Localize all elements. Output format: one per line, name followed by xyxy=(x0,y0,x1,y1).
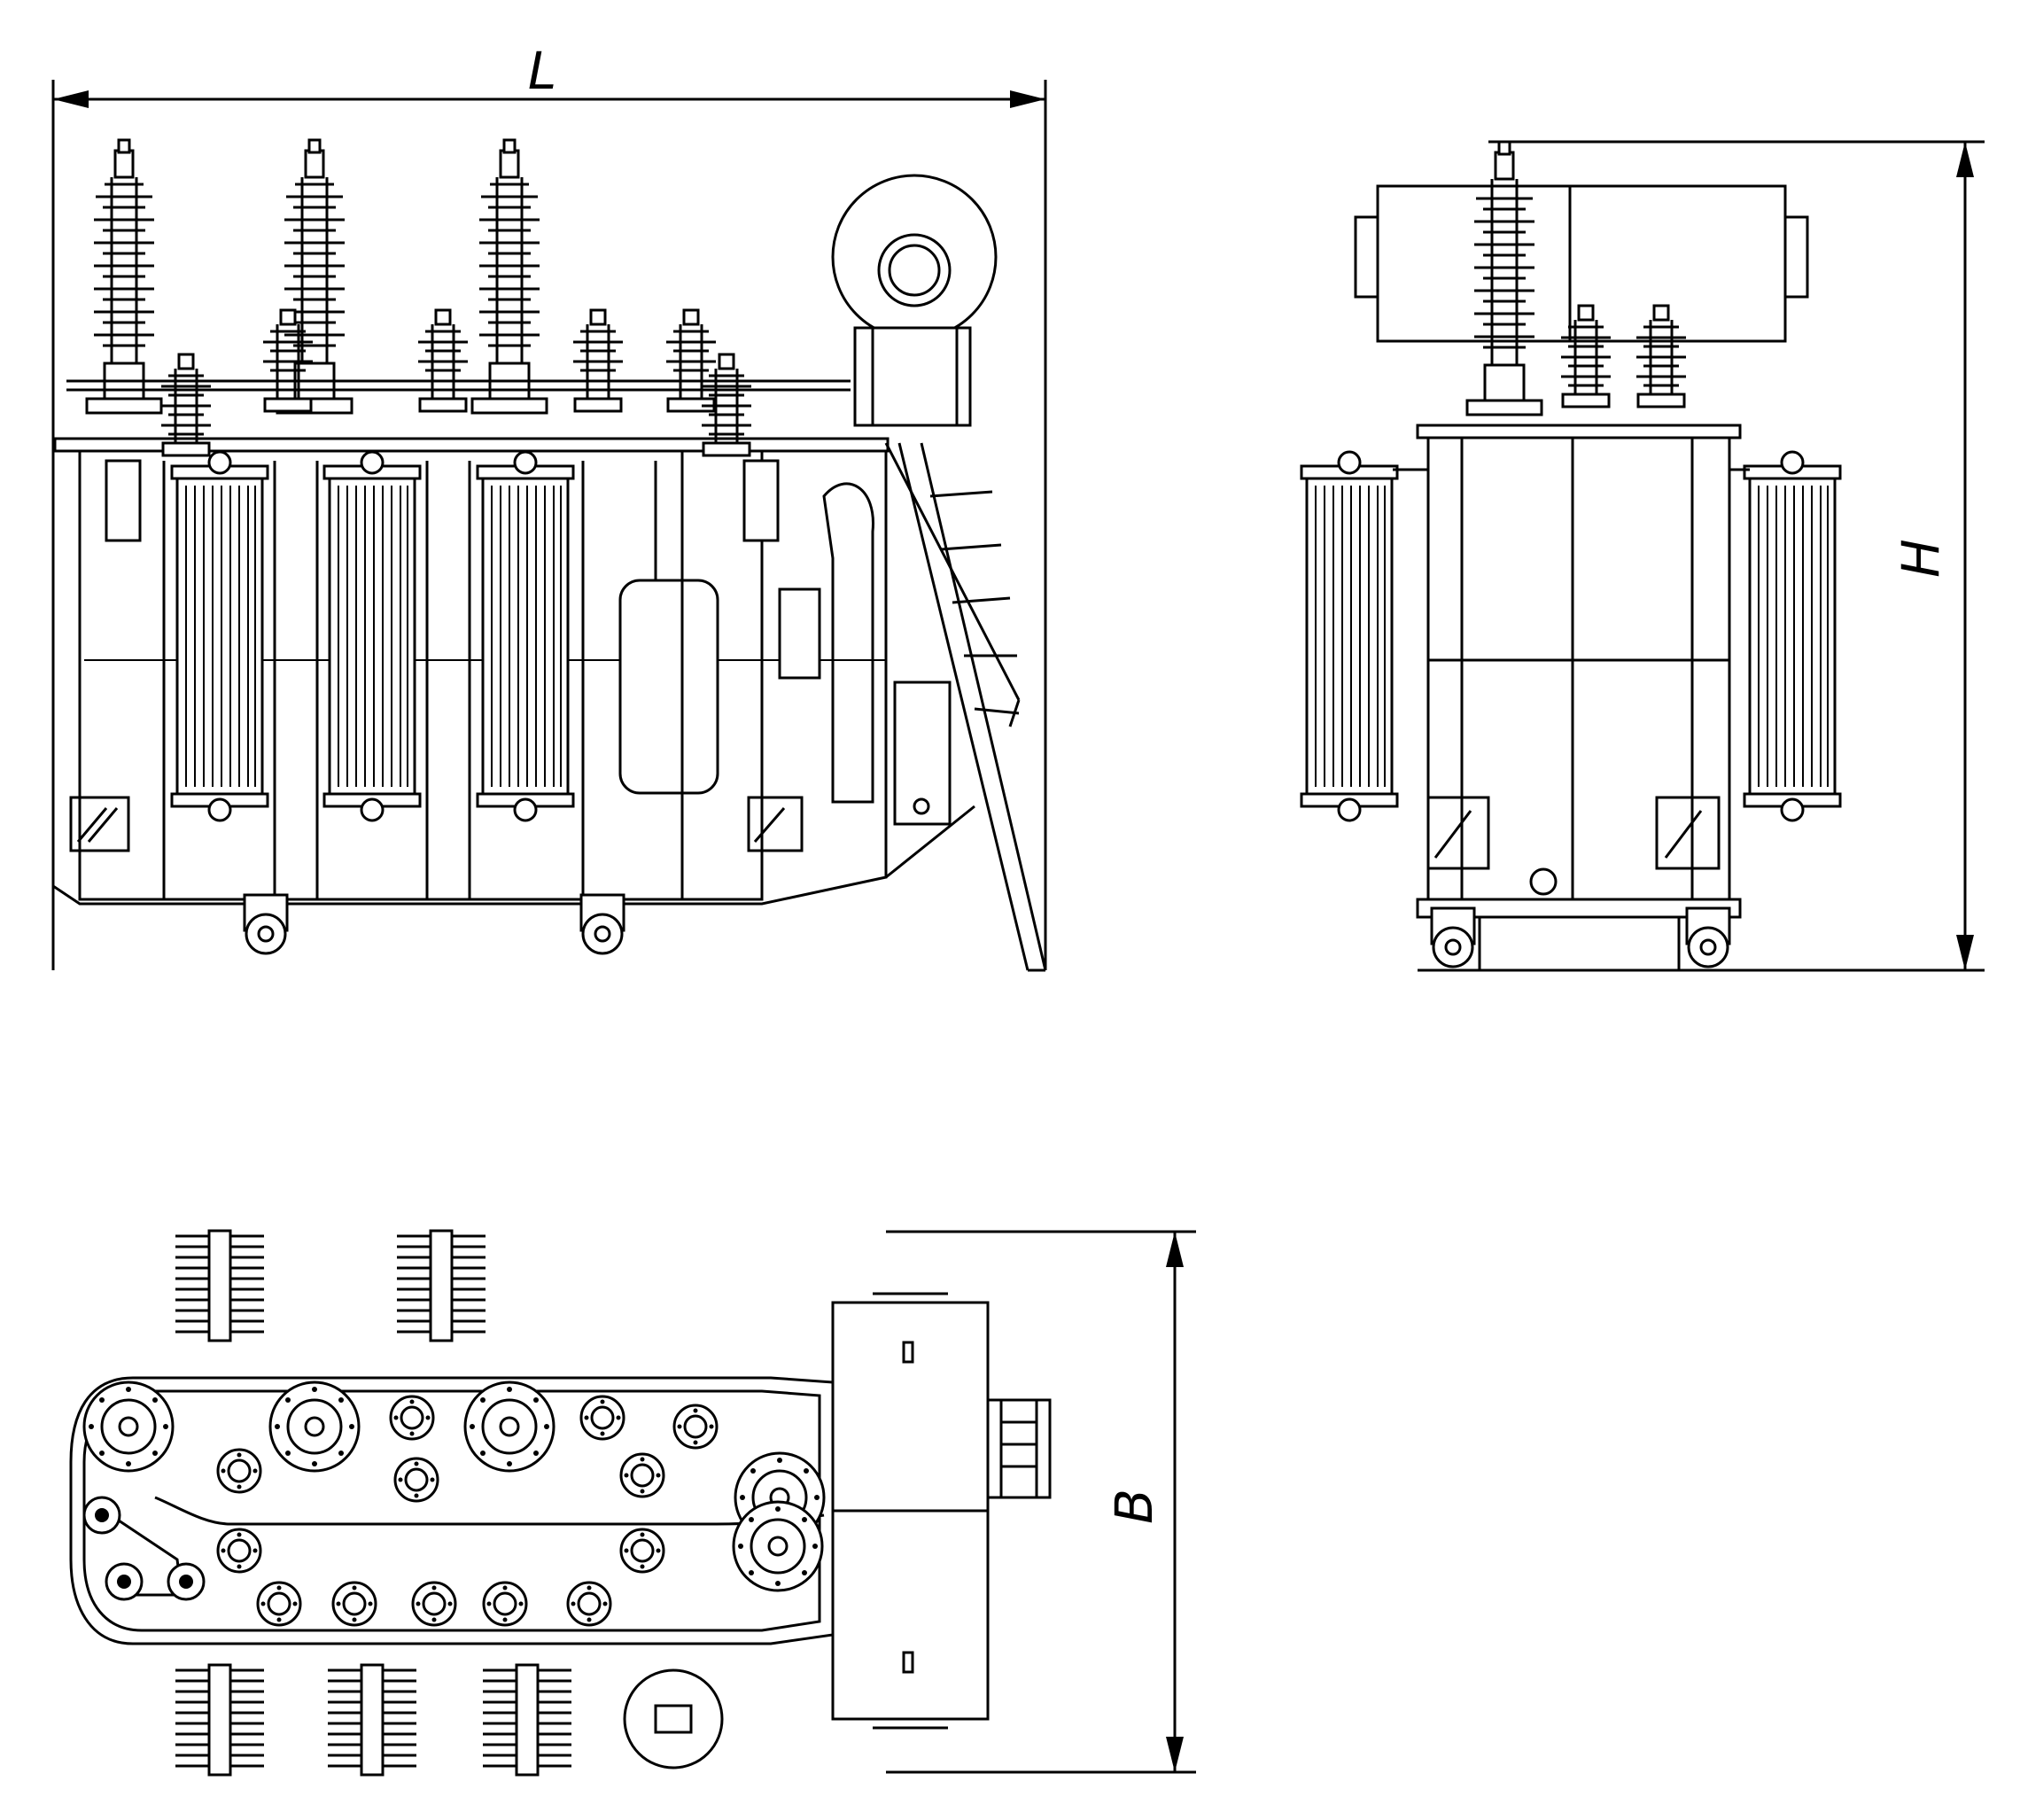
top-flange-small-3 xyxy=(579,1395,625,1441)
top-flange-small-1 xyxy=(216,1448,262,1494)
top-radiator-5 xyxy=(481,1663,573,1777)
end-wheel-1 xyxy=(1430,906,1476,968)
end-conservator xyxy=(1376,184,1787,343)
end-view: H xyxy=(1300,140,1985,972)
side-control-cabinet xyxy=(893,681,952,826)
end-radiator-left xyxy=(1300,450,1399,822)
top-flange-small-12 xyxy=(482,1581,528,1627)
top-flange-small-7 xyxy=(619,1528,665,1574)
top-radiator-4 xyxy=(326,1663,418,1777)
side-tank xyxy=(51,446,888,906)
top-flange-small-6 xyxy=(216,1528,262,1574)
top-flange-small-2 xyxy=(389,1395,435,1441)
end-radiator-right xyxy=(1743,450,1842,822)
top-flange-1 xyxy=(82,1381,175,1473)
side-wheel-2 xyxy=(579,893,625,955)
side-ladder xyxy=(884,442,1047,972)
top-tank xyxy=(69,1376,835,1645)
dimension-label-length: L xyxy=(528,41,556,101)
side-view: L xyxy=(51,41,1047,972)
side-expansion-vessel xyxy=(618,579,719,795)
side-radiator-3 xyxy=(476,450,575,822)
dimension-label-height: H xyxy=(1891,539,1951,578)
side-radiator-1 xyxy=(170,450,269,822)
top-radiator-1 xyxy=(174,1229,266,1342)
side-hv-bushing-2 xyxy=(276,138,354,415)
top-flange-5 xyxy=(732,1500,824,1592)
top-flange-small-9 xyxy=(411,1581,457,1627)
top-flange-2 xyxy=(268,1381,361,1473)
side-conservator xyxy=(831,174,998,340)
top-flange-small-11 xyxy=(331,1581,377,1627)
dimension-width: B xyxy=(886,1230,1196,1774)
top-flange-small-5 xyxy=(672,1404,719,1450)
side-wheel-1 xyxy=(243,893,289,955)
top-flange-small-8 xyxy=(256,1581,302,1627)
side-hv-bushing-1 xyxy=(85,138,163,415)
top-radiator-2 xyxy=(395,1229,487,1342)
top-round-vessel xyxy=(623,1668,724,1769)
top-radiator-3 xyxy=(174,1663,266,1777)
side-bushing-small-3 xyxy=(571,308,625,413)
dimension-label-width: B xyxy=(1104,1489,1164,1524)
end-wheel-2 xyxy=(1685,906,1731,968)
top-ladder xyxy=(986,1398,1052,1499)
top-flange-3 xyxy=(463,1381,556,1473)
side-hv-bushing-3 xyxy=(470,138,548,415)
top-flange-small-13 xyxy=(393,1457,439,1503)
top-flange-small-10 xyxy=(566,1581,612,1627)
side-bushing-small-4 xyxy=(664,308,718,413)
side-radiator-2 xyxy=(322,450,422,822)
top-flange-small-4 xyxy=(619,1452,665,1498)
side-bushing-small-2 xyxy=(416,308,470,413)
top-view: B xyxy=(69,1229,1196,1777)
